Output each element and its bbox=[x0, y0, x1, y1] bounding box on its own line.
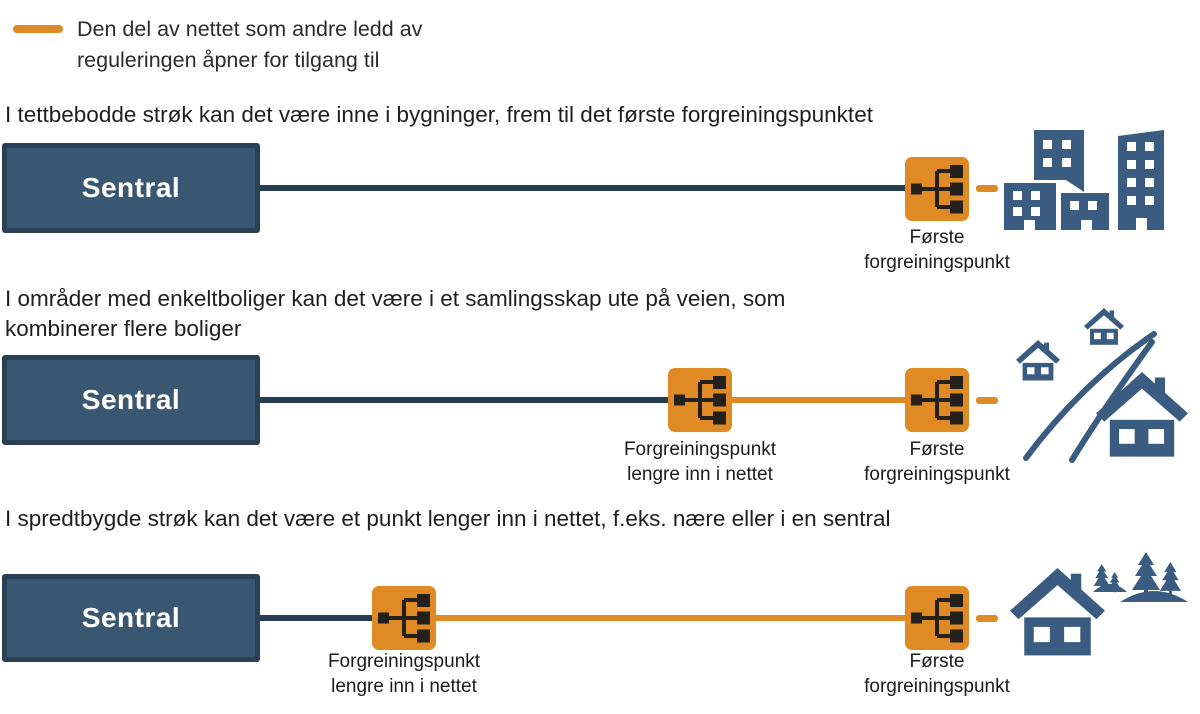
branch-node-icon bbox=[372, 586, 436, 650]
sentral-box-2: Sentral bbox=[2, 355, 260, 445]
branch-node-icon bbox=[905, 157, 969, 221]
open-access-wire bbox=[732, 397, 905, 403]
inner-branch-point-label: Forgreiningspunkt lengre inn i nettet bbox=[327, 651, 481, 697]
orange-line-legend-swatch bbox=[13, 25, 63, 33]
open-access-stub-wire bbox=[976, 397, 998, 404]
house-and-trees-icon bbox=[1010, 552, 1188, 656]
branch-node-icon bbox=[905, 368, 969, 432]
branch-node-icon bbox=[905, 586, 969, 650]
open-access-stub-wire bbox=[976, 615, 998, 622]
first-branch-point-label: Første forgreiningspunkt bbox=[864, 439, 1010, 485]
section3-heading: I spredtbygde strøk kan det være et punk… bbox=[5, 506, 891, 531]
branch-node-icon bbox=[668, 368, 732, 432]
sentral-label: Sentral bbox=[81, 172, 181, 203]
first-branch-point-label: Første forgreiningspunkt bbox=[864, 227, 1010, 273]
incumbent-network-wire bbox=[260, 185, 905, 191]
inner-branch-point-label: Forgreiningspunkt lengre inn i nettet bbox=[623, 439, 777, 485]
city-buildings-icon bbox=[1004, 130, 1164, 230]
incumbent-network-wire bbox=[260, 397, 668, 403]
section2-heading: I områder med enkeltboliger kan det være… bbox=[5, 286, 786, 341]
sentral-box-1: Sentral bbox=[2, 143, 260, 233]
open-access-stub-wire bbox=[976, 185, 998, 192]
open-access-wire bbox=[436, 615, 905, 621]
legend-label: Den del av nettet som andre ledd av regu… bbox=[77, 17, 423, 72]
sentral-label: Sentral bbox=[81, 384, 181, 415]
sentral-label: Sentral bbox=[81, 602, 181, 633]
houses-and-road-icon bbox=[1016, 308, 1188, 463]
sentral-box-3: Sentral bbox=[2, 574, 260, 662]
incumbent-network-wire bbox=[260, 615, 372, 621]
section1-heading: I tettbebodde strøk kan det være inne i … bbox=[5, 102, 873, 127]
first-branch-point-label: Første forgreiningspunkt bbox=[864, 651, 1010, 697]
